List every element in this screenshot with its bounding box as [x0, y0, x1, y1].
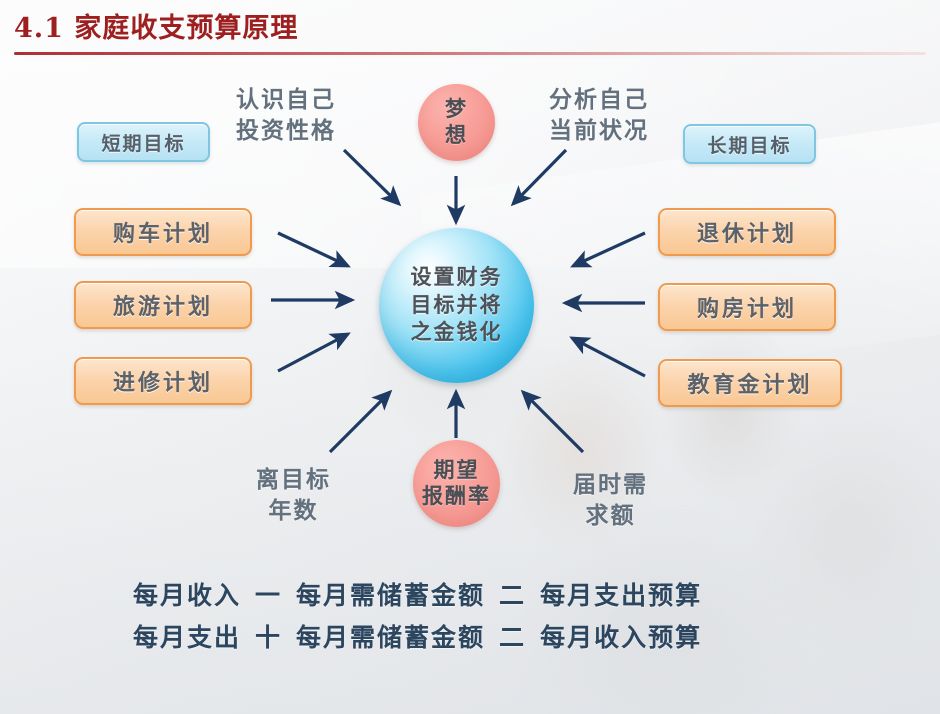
caption-analyze-status-line-2: 当前状况	[549, 118, 649, 145]
center-goal-line-2: 目标并将	[410, 292, 503, 317]
caption-know-yourself-line-2: 投资性格	[236, 118, 336, 145]
dream-circle-line-2: 想	[445, 122, 468, 147]
caption-years-to-goal-line-2: 年数	[268, 498, 319, 525]
caption-years-to-goal-line-1: 离目标	[256, 467, 331, 493]
center-goal-line-1: 设置财务	[410, 264, 503, 289]
plan-box-education-fund-label: 教育金计划	[687, 373, 813, 398]
caption-know-yourself: 认识自己 投资性格	[236, 85, 336, 147]
formula-income-budget: 每月支出 十 每月需储蓄金额 二 每月收入预算	[133, 618, 702, 654]
caption-amount-needed-line-2: 求额	[585, 503, 636, 530]
formula-expense-operator-1: 一	[255, 581, 283, 610]
caption-analyze-status: 分析自己 当前状况	[549, 85, 649, 147]
formula-expense-term-2: 每月需储蓄金额	[296, 581, 486, 610]
plan-box-house[interactable]: 购房计划	[658, 283, 836, 331]
formula-expense-term-3: 每月支出预算	[540, 581, 703, 610]
caption-years-to-goal: 离目标 年数	[256, 465, 331, 527]
plan-box-education-fund[interactable]: 教育金计划	[658, 359, 842, 407]
formula-expense-operator-2: 二	[499, 581, 527, 610]
center-goal-sphere[interactable]: 设置财务 目标并将 之金钱化	[379, 228, 534, 383]
caption-amount-needed-line-1: 届时需	[573, 472, 648, 498]
plan-box-travel-label: 旅游计划	[112, 295, 213, 320]
plan-box-car-label: 购车计划	[112, 222, 213, 247]
plan-box-car[interactable]: 购车计划	[74, 208, 252, 256]
expected-return-line-2: 报酬率	[422, 483, 491, 508]
plan-box-education-label: 进修计划	[112, 371, 213, 396]
formula-income-term-3: 每月收入预算	[540, 623, 703, 652]
goal-box-short-term[interactable]: 短期目标	[77, 122, 210, 162]
formula-income-operator-2: 二	[499, 623, 527, 652]
caption-analyze-status-line-1: 分析自己	[549, 87, 649, 113]
caption-amount-needed: 届时需 求额	[573, 470, 648, 532]
goal-box-long-term[interactable]: 长期目标	[683, 124, 816, 164]
plan-box-travel[interactable]: 旅游计划	[74, 281, 252, 329]
center-goal-line-3: 之金钱化	[410, 320, 503, 345]
plan-box-retirement[interactable]: 退休计划	[658, 208, 836, 256]
plan-box-retirement-label: 退休计划	[696, 222, 797, 247]
expected-return-circle[interactable]: 期望 报酬率	[413, 440, 500, 527]
formula-expense-budget: 每月收入 一 每月需储蓄金额 二 每月支出预算	[133, 576, 702, 612]
title-divider	[14, 52, 926, 55]
goal-box-long-term-label: 长期目标	[707, 134, 792, 157]
expected-return-line-1: 期望	[433, 457, 480, 482]
formula-income-operator-1: 十	[255, 623, 283, 652]
page-title: 4.1 家庭收支预算原理	[14, 13, 299, 44]
goal-box-short-term-label: 短期目标	[101, 132, 186, 155]
dream-circle-line-1: 梦	[445, 96, 468, 121]
plan-box-education[interactable]: 进修计划	[74, 357, 252, 405]
plan-box-house-label: 购房计划	[696, 297, 797, 322]
caption-know-yourself-line-1: 认识自己	[236, 87, 336, 113]
formula-income-term-2: 每月需储蓄金额	[296, 623, 486, 652]
formula-income-term-1: 每月支出	[133, 623, 242, 652]
dream-circle[interactable]: 梦 想	[418, 84, 495, 161]
formula-expense-term-1: 每月收入	[133, 581, 242, 610]
